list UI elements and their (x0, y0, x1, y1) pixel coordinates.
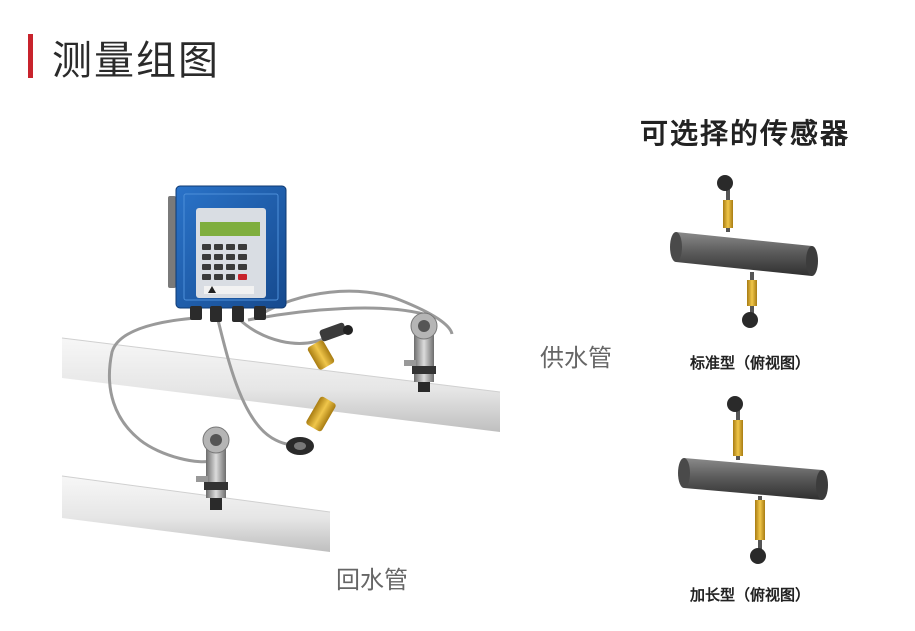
brass-transducer-upper (307, 322, 353, 370)
return-pipe-label: 回水管 (336, 566, 408, 594)
supply-pipe (61, 337, 501, 432)
title-accent-bar (28, 34, 33, 78)
steel-transducer-supply (404, 312, 438, 392)
flow-meter (168, 185, 287, 322)
keypad (202, 244, 247, 280)
extended-sensor-diagram (678, 396, 828, 564)
meter-faceplate (196, 208, 266, 298)
cable-glands (190, 306, 266, 322)
page-title: 测量组图 (52, 38, 220, 84)
return-pipe (61, 475, 331, 552)
steel-transducer-return (196, 426, 230, 510)
sensor-options-title: 可选择的传感器 (640, 117, 851, 150)
supply-pipe-label: 供水管 (540, 344, 612, 372)
standard-sensor-diagram (670, 175, 818, 328)
extended-sensor-caption: 加长型（俯视图） (690, 586, 811, 604)
standard-sensor-caption: 标准型（俯视图） (690, 354, 811, 372)
lcd-screen (200, 222, 260, 236)
brass-transducer-lower (286, 396, 336, 455)
